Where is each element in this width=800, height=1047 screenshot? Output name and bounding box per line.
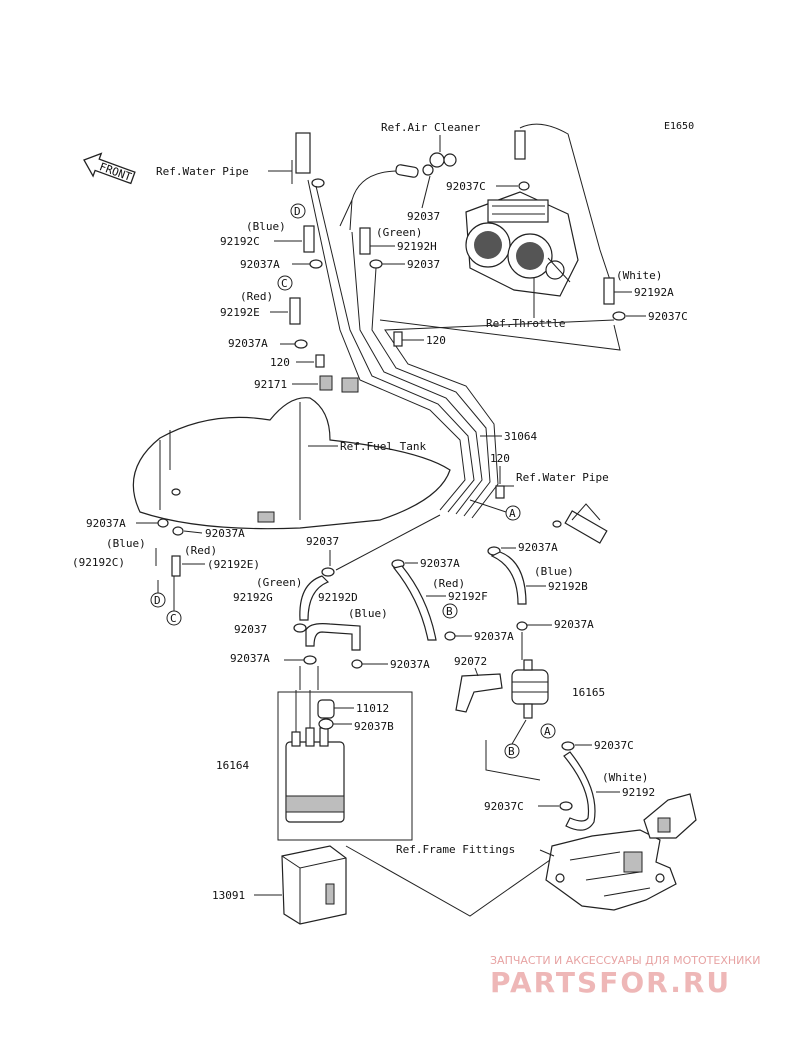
color-white-top: (White): [616, 269, 662, 282]
part-92037-mid: 92037: [407, 258, 440, 271]
part-92037b: 92037B: [354, 720, 394, 733]
part-120-left: 120: [270, 356, 290, 369]
front-arrow-icon: FRONT: [83, 152, 136, 185]
color-red-left: (Red): [240, 290, 273, 303]
part-92192c: 92192C: [220, 235, 260, 248]
part-92037c-top: 92037C: [446, 180, 486, 193]
valve-11012: [317, 699, 335, 730]
marker-a-lower: [540, 723, 556, 739]
frame-fittings: [545, 793, 697, 911]
part-13091: 13091: [212, 889, 245, 902]
part-92037a-f: 92037A: [474, 630, 514, 643]
color-red-middle: (Red): [432, 577, 465, 590]
part-92192f: 92192F: [448, 590, 488, 603]
marker-d-bottom-label: D: [154, 594, 161, 607]
marker-a-right-label: A: [509, 507, 516, 520]
color-red-tank: (Red): [184, 544, 217, 557]
part-11012: 11012: [356, 702, 389, 715]
water-pipe-stub: [268, 132, 325, 188]
part-92192a: 92192A: [634, 286, 674, 299]
part-92192e: 92192E: [220, 306, 260, 319]
part-92037c-a: 92037C: [594, 739, 634, 752]
color-green-bottom: (Green): [256, 576, 302, 589]
part-16165: 16165: [572, 686, 605, 699]
marker-a-right: [505, 505, 521, 521]
color-blue-canister: (Blue): [348, 607, 388, 620]
front-label: FRONT: [98, 160, 134, 184]
marker-b-middle-label: B: [446, 605, 453, 618]
fuel-filter-16165: [511, 659, 549, 719]
part-92192e-paren: (92192E): [207, 558, 260, 571]
diagram-id: E1650: [664, 121, 694, 132]
part-92192h: 92192H: [397, 240, 437, 253]
canister-16164: [285, 690, 345, 823]
ref-air-cleaner: Ref.Air Cleaner: [381, 121, 481, 134]
fuel-tank: [132, 397, 451, 530]
marker-d-top-label: D: [294, 205, 301, 218]
marker-c-top: [277, 275, 293, 291]
marker-b-lower-label: B: [508, 745, 515, 758]
marker-d-top: [290, 203, 306, 219]
part-31064: 31064: [504, 430, 537, 443]
part-92192b: 92192B: [548, 580, 588, 593]
watermark-tagline: ЗАПЧАСТИ И АКСЕССУАРЫ ДЛЯ МОТОТЕХНИКИ: [490, 954, 760, 967]
bracket-92072: [455, 673, 503, 713]
part-92037-top: 92037: [407, 210, 440, 223]
color-blue-left: (Blue): [246, 220, 286, 233]
part-92037a-d: 92037A: [230, 652, 270, 665]
color-blue-right: (Blue): [534, 565, 574, 578]
part-92037a-tank1: 92037A: [86, 517, 126, 530]
part-92192g: 92192G: [233, 591, 273, 604]
part-92037a-c: 92037A: [518, 541, 558, 554]
color-green-top: (Green): [376, 226, 422, 239]
color-blue-tank: (Blue): [106, 537, 146, 550]
ref-frame-fittings: Ref.Frame Fittings: [396, 843, 515, 856]
part-92037-left: 92037: [234, 623, 267, 636]
ref-water-pipe-right: Ref.Water Pipe: [516, 471, 609, 484]
part-92037a-e: 92037A: [390, 658, 430, 671]
ref-fuel-tank: Ref.Fuel Tank: [340, 440, 426, 453]
ref-water-pipe-top: Ref.Water Pipe: [156, 165, 249, 178]
tube-bundle: [307, 179, 615, 519]
part-92171: 92171: [254, 378, 287, 391]
part-92192c-paren: (92192C): [72, 556, 125, 569]
marker-b-middle: [442, 603, 458, 619]
marker-a-lower-label: A: [544, 725, 551, 738]
marker-d-bottom: [150, 592, 166, 608]
part-120-right: 120: [490, 452, 510, 465]
part-120-mid: 120: [426, 334, 446, 347]
marker-c-top-label: C: [281, 277, 288, 290]
part-92037a-tank2: 92037A: [205, 527, 245, 540]
part-92192: 92192: [622, 786, 655, 799]
part-92037a-1: 92037A: [240, 258, 280, 271]
tray-13091: [281, 845, 347, 925]
marker-c-bottom: [166, 610, 182, 626]
part-92037c-b: 92037C: [484, 800, 524, 813]
part-16164: 16164: [216, 759, 249, 772]
throttle-body: [465, 191, 579, 297]
part-92072: 92072: [454, 655, 487, 668]
part-92037-g: 92037: [306, 535, 339, 548]
color-white-bottom: (White): [602, 771, 648, 784]
part-92037a-b: 92037A: [420, 557, 460, 570]
part-92037a-2: 92037A: [228, 337, 268, 350]
air-cleaner-fitting: [395, 135, 457, 178]
marker-c-bottom-label: C: [170, 612, 177, 625]
part-92192d: 92192D: [318, 591, 358, 604]
watermark-brand: PARTSFOR.RU: [490, 966, 731, 999]
part-92037a-g: 92037A: [554, 618, 594, 631]
canister-group-box: [277, 691, 413, 841]
part-92037c-right: 92037C: [648, 310, 688, 323]
